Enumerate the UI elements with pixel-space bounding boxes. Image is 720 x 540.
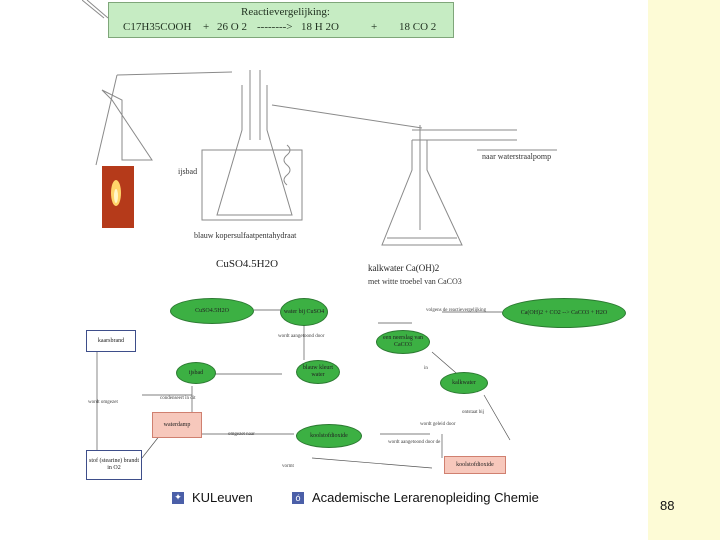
label-reactievergelijking: volgens de reactievergelijking: [426, 308, 487, 313]
footer-center-text: Academische Lerarenopleiding Chemie: [312, 490, 539, 505]
kalkwater-label: kalkwater Ca(OH)2: [368, 263, 439, 273]
troebel-label: met witte troebel van CaCO3: [368, 277, 462, 286]
flask-outline: [216, 85, 293, 216]
node-waterdamp: waterdamp: [152, 412, 202, 438]
tube-line: [86, 0, 109, 19]
erlenmeyer-outline: [381, 140, 463, 246]
node-water-cuso4: water bij CuSO4: [280, 298, 328, 326]
label-vormt: vormt: [282, 464, 294, 469]
ice-wave: [283, 144, 291, 186]
label-doorgeleid: wordt geleid door: [420, 422, 456, 427]
label-in: in: [424, 366, 428, 371]
cuso4-formula: CuSO4.5H2O: [216, 258, 278, 270]
node-kaarsbrand: kaarsbrand: [86, 330, 136, 352]
label-omgezet: omgezet naar: [228, 432, 255, 437]
link-line: [311, 457, 433, 469]
node-kalkwater: kalkwater: [440, 372, 488, 394]
node-ijsbad: ijsbad: [176, 362, 216, 384]
cuso4-label: blauw kopersulfaatpentahydraat: [194, 231, 297, 240]
node-koolstofdioxide: koolstofdioxide: [296, 424, 362, 448]
node-blauw-water: blauw kleurt water: [296, 360, 340, 384]
label-wordt: wordt omgezet: [88, 400, 118, 405]
kuleuven-logo-icon: ✦: [172, 491, 184, 504]
label-ontstaat: ontstaat bij: [462, 410, 485, 415]
footer-academische: ó Academische Lerarenopleiding Chemie: [292, 490, 539, 505]
tube-line: [95, 74, 118, 166]
ice-bath: [201, 149, 303, 221]
tube-line: [271, 104, 423, 129]
node-stof: stof (stearine) brandt in O2: [86, 450, 142, 480]
pump-label: naar waterstraalpomp: [482, 152, 551, 161]
tube-line: [116, 71, 233, 76]
apparatus-drawing: ijsbad naar waterstraalpomp blauw kopers…: [82, 0, 557, 286]
reaction-equation-box: Reactievergelijking: C17H35COOH + 26 O 2…: [108, 2, 454, 38]
alo-logo-icon: ó: [292, 491, 304, 504]
node-koolstofoxide: koolstofdioxide: [444, 456, 506, 474]
link-line: [483, 394, 511, 441]
ijsbad-label: ijsbad: [178, 167, 197, 176]
tube-line: [82, 0, 105, 19]
product-co2: 18 CO 2: [399, 21, 437, 33]
candle-icon: [102, 166, 134, 228]
label-condenseert: condenseert in dit: [160, 396, 196, 401]
slide-canvas: Reactievergelijking: C17H35COOH + 26 O 2…: [82, 0, 648, 485]
product-water: 18 H 2O: [301, 21, 339, 33]
label-aangetoond2: wordt aangetoond door de: [388, 440, 441, 445]
reaction-heading: Reactievergelijking:: [241, 6, 330, 18]
side-panel: [648, 0, 720, 540]
reactant-oxygen: 26 O 2: [217, 21, 247, 33]
node-neerslag: een neerslag van CaCO3: [376, 330, 430, 354]
plus-sign: +: [203, 21, 210, 33]
reaction-arrow: -------->: [257, 21, 293, 33]
footer-left-text: KULeuven: [192, 490, 253, 505]
label-aangetoond: wordt aangetoond door: [278, 334, 325, 339]
footer-kuleuven: ✦ KULeuven: [172, 490, 253, 505]
node-reactie: Ca(OH)2 + CO2 --> CaCO3 + H2O: [502, 298, 626, 328]
page-number: 88: [660, 498, 675, 513]
funnel-outline: [101, 89, 153, 161]
node-cuso4: CuSO4.5H2O: [170, 298, 254, 324]
plus-sign: +: [371, 21, 378, 33]
reactant-fatty-acid: C17H35COOH: [123, 21, 192, 33]
